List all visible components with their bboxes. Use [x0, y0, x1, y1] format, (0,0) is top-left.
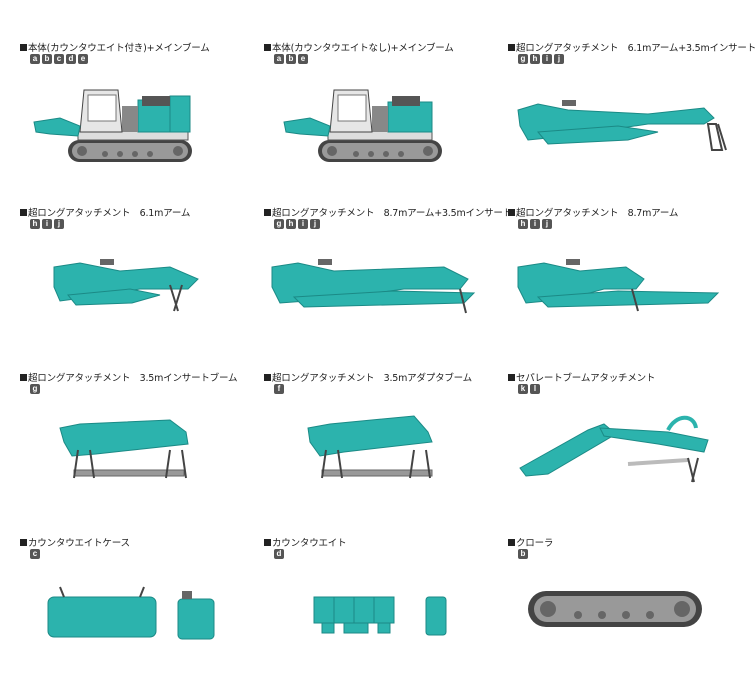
adapter-boom-illustration — [307, 415, 433, 479]
excavator-full-illustration — [33, 89, 192, 162]
item-attach-87: 超ロングアタッチメント 8.7mアーム h i j — [508, 205, 748, 365]
cw-case-illustration — [47, 586, 215, 640]
item-title: 超ロングアタッチメント 8.7mアーム — [516, 208, 679, 219]
part-badge: d — [66, 54, 76, 64]
attach-61-illustration — [53, 259, 199, 312]
item-adapter-boom: 超ロングアタッチメント 3.5mアダプタブーム f — [264, 370, 504, 530]
bullet-square — [20, 44, 27, 51]
part-badge: c — [54, 54, 64, 64]
item-title: 超ロングアタッチメント 8.7mアーム+3.5mインサート — [272, 208, 513, 219]
item-title: 超ロングアタッチメント 3.5mアダプタブーム — [272, 373, 472, 384]
item-excavator-with-counterweight: 本体(カウンタウエイト付き)+メインブーム a b c d e — [20, 40, 260, 200]
item-title: 超ロングアタッチメント 3.5mインサートブーム — [28, 373, 238, 384]
part-badge: e — [298, 54, 308, 64]
part-badge: i — [542, 54, 552, 64]
part-badge: i — [42, 219, 52, 229]
item-crawler: クローラ b — [508, 535, 748, 695]
badge-list: f — [274, 384, 284, 394]
cw-illustration — [313, 596, 447, 636]
part-badge: g — [518, 54, 528, 64]
bullet-square — [508, 374, 515, 381]
part-badge: g — [274, 219, 284, 229]
part-badge: j — [554, 54, 564, 64]
part-badge: j — [310, 219, 320, 229]
separate-boom-illustration — [519, 415, 709, 483]
badge-list: h i j — [30, 219, 64, 229]
item-excavator-without-counterweight: 本体(カウンタウエイトなし)+メインブーム a b e — [264, 40, 504, 200]
item-counterweight: カウンタウエイト d — [264, 535, 504, 695]
badge-list: c — [30, 549, 40, 559]
item-title: カウンタウエイト — [272, 538, 347, 549]
item-title: カウンタウエイトケース — [28, 538, 130, 549]
part-badge: b — [42, 54, 52, 64]
part-badge: b — [286, 54, 296, 64]
badge-list: g h i j — [518, 54, 564, 64]
badge-list: g — [30, 384, 40, 394]
badge-list: g h i j — [274, 219, 320, 229]
part-badge: k — [518, 384, 528, 394]
part-badge: b — [518, 549, 528, 559]
badge-list: a b e — [274, 54, 308, 64]
attach-87-insert-illustration — [271, 259, 476, 314]
bullet-square — [508, 44, 515, 51]
part-badge: h — [530, 54, 540, 64]
bullet-square — [264, 209, 271, 216]
item-title: クローラ — [516, 538, 554, 549]
item-insert-boom: 超ロングアタッチメント 3.5mインサートブーム g — [20, 370, 260, 530]
part-badge: h — [518, 219, 528, 229]
part-badge: i — [298, 219, 308, 229]
part-badge: j — [542, 219, 552, 229]
part-badge: i — [530, 219, 540, 229]
item-attach-61: 超ロングアタッチメント 6.1mアーム h i j — [20, 205, 260, 365]
part-badge: d — [274, 549, 284, 559]
bullet-square — [20, 209, 27, 216]
part-badge: l — [530, 384, 540, 394]
item-attach-61-insert: 超ロングアタッチメント 6.1mアーム+3.5mインサート g h i j — [508, 40, 756, 200]
item-title: 本体(カウンタウエイト付き)+メインブーム — [28, 43, 210, 54]
item-title: セパレートブームアタッチメント — [516, 373, 656, 384]
bullet-square — [508, 539, 515, 546]
bullet-square — [264, 539, 271, 546]
badge-list: h i j — [518, 219, 552, 229]
part-badge: a — [30, 54, 40, 64]
badge-list: b — [518, 549, 528, 559]
excavator-nocw-illustration — [283, 89, 442, 162]
badge-list: a b c d e — [30, 54, 88, 64]
badge-list: d — [274, 549, 284, 559]
part-badge: g — [30, 384, 40, 394]
badge-list: k l — [518, 384, 540, 394]
bullet-square — [264, 44, 271, 51]
crawler-illustration — [528, 591, 702, 627]
item-attach-87-insert: 超ロングアタッチメント 8.7mアーム+3.5mインサート g h i j — [264, 205, 512, 365]
part-badge: j — [54, 219, 64, 229]
item-title: 超ロングアタッチメント 6.1mアーム — [28, 208, 191, 219]
bullet-square — [20, 374, 27, 381]
bullet-square — [264, 374, 271, 381]
item-counterweight-case: カウンタウエイトケース c — [20, 535, 260, 695]
bullet-square — [508, 209, 515, 216]
bullet-square — [20, 539, 27, 546]
item-separate-boom: セパレートブームアタッチメント k l — [508, 370, 748, 530]
part-badge: c — [30, 549, 40, 559]
item-title: 本体(カウンタウエイトなし)+メインブーム — [272, 43, 454, 54]
attach-87-illustration — [517, 259, 720, 312]
attach-long-insert-illustration — [517, 100, 727, 151]
part-badge: e — [78, 54, 88, 64]
part-badge: f — [274, 384, 284, 394]
insert-boom-illustration — [59, 419, 189, 479]
part-badge: h — [286, 219, 296, 229]
part-badge: a — [274, 54, 284, 64]
part-badge: h — [30, 219, 40, 229]
item-title: 超ロングアタッチメント 6.1mアーム+3.5mインサート — [516, 43, 756, 54]
